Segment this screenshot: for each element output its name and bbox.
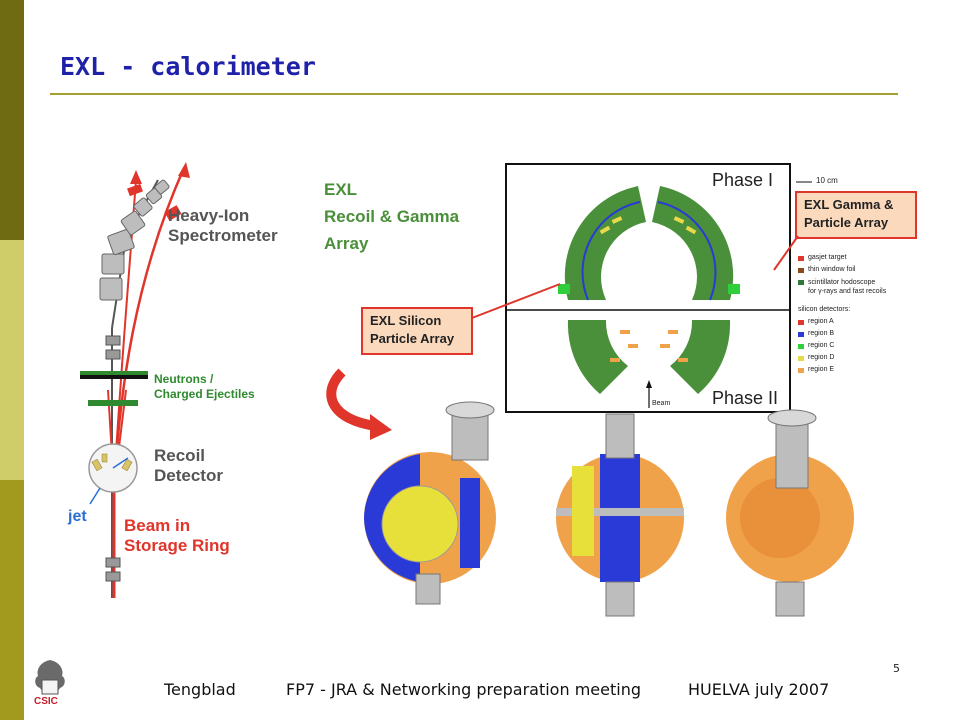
curved-arrow — [326, 368, 377, 431]
phase2-left-green — [567, 320, 628, 394]
label-phase-1: Phase I — [712, 170, 774, 190]
label-jet: jet — [68, 508, 87, 525]
legend-swatches — [798, 256, 804, 373]
csic-logo-icon — [35, 660, 65, 695]
phase1-left-green — [564, 186, 646, 300]
sidebar-segment-bottom — [0, 480, 24, 720]
sidebar-decoration — [0, 0, 24, 720]
label-recoil-detector: Recoil Detector — [154, 446, 223, 485]
legend-text-0: gasjet target — [808, 254, 847, 261]
footer-author: Tengblad — [164, 680, 236, 699]
page-title: EXL - calorimeter — [60, 52, 316, 81]
legend-text-7: region D — [808, 354, 835, 361]
legend-text-3: silicon detectors: — [798, 306, 851, 313]
sidebar-segment-middle — [0, 240, 24, 480]
label-heavy-ion-spectrometer: Heavy-Ion Spectrometer — [168, 206, 278, 245]
legend-text-5: region B — [808, 330, 835, 337]
csic-logo-text: CSIC — [34, 696, 58, 707]
label-exl-recoil-gamma-array: EXL Recoil & Gamma Array — [324, 180, 460, 253]
spectrometer-magnets — [99, 179, 170, 301]
page-number: 5 — [893, 662, 900, 675]
callout-gamma-box — [795, 191, 917, 239]
label-exl-gamma-particle-array: EXL Gamma & Particle Array — [804, 197, 894, 230]
legend-text-4: region A — [808, 318, 834, 325]
rendering-3 — [726, 409, 854, 617]
label-beam: Beam — [652, 400, 671, 407]
exl-setup-figure: Heavy-Ion Spectrometer Neutrons / Charge… — [68, 158, 920, 628]
footer-place: HUELVA july 2007 — [688, 680, 830, 699]
label-beam-in-storage-ring: Beam in Storage Ring — [124, 516, 230, 555]
label-neutrons: Neutrons / Charged Ejectiles — [154, 372, 255, 401]
jet-line — [112, 457, 129, 469]
figure-graphics — [80, 162, 917, 617]
label-scale: 10 cm — [816, 176, 838, 185]
title-divider — [50, 93, 898, 95]
quadrupoles — [105, 335, 121, 582]
label-phase-2: Phase II — [712, 388, 779, 408]
legend-text-2: scintillator hodoscope for γ-rays and fa… — [808, 279, 887, 295]
rendering-1 — [364, 401, 496, 605]
legend-text-6: region C — [808, 342, 835, 349]
phase1-right-green — [652, 186, 734, 300]
neutron-detector-green — [88, 400, 138, 406]
legend-text-1: thin window foil — [808, 266, 856, 273]
footer-event: FP7 - JRA & Networking preparation meeti… — [286, 680, 641, 699]
rendering-2 — [556, 413, 684, 617]
label-exl-silicon-particle-array: EXL Silicon Particle Array — [370, 313, 455, 346]
legend-text-8: region E — [808, 366, 835, 373]
callout-silicon-box — [361, 307, 473, 355]
phase2-right-green — [670, 320, 731, 394]
sidebar-segment-top — [0, 0, 24, 240]
phase-box — [505, 163, 791, 413]
